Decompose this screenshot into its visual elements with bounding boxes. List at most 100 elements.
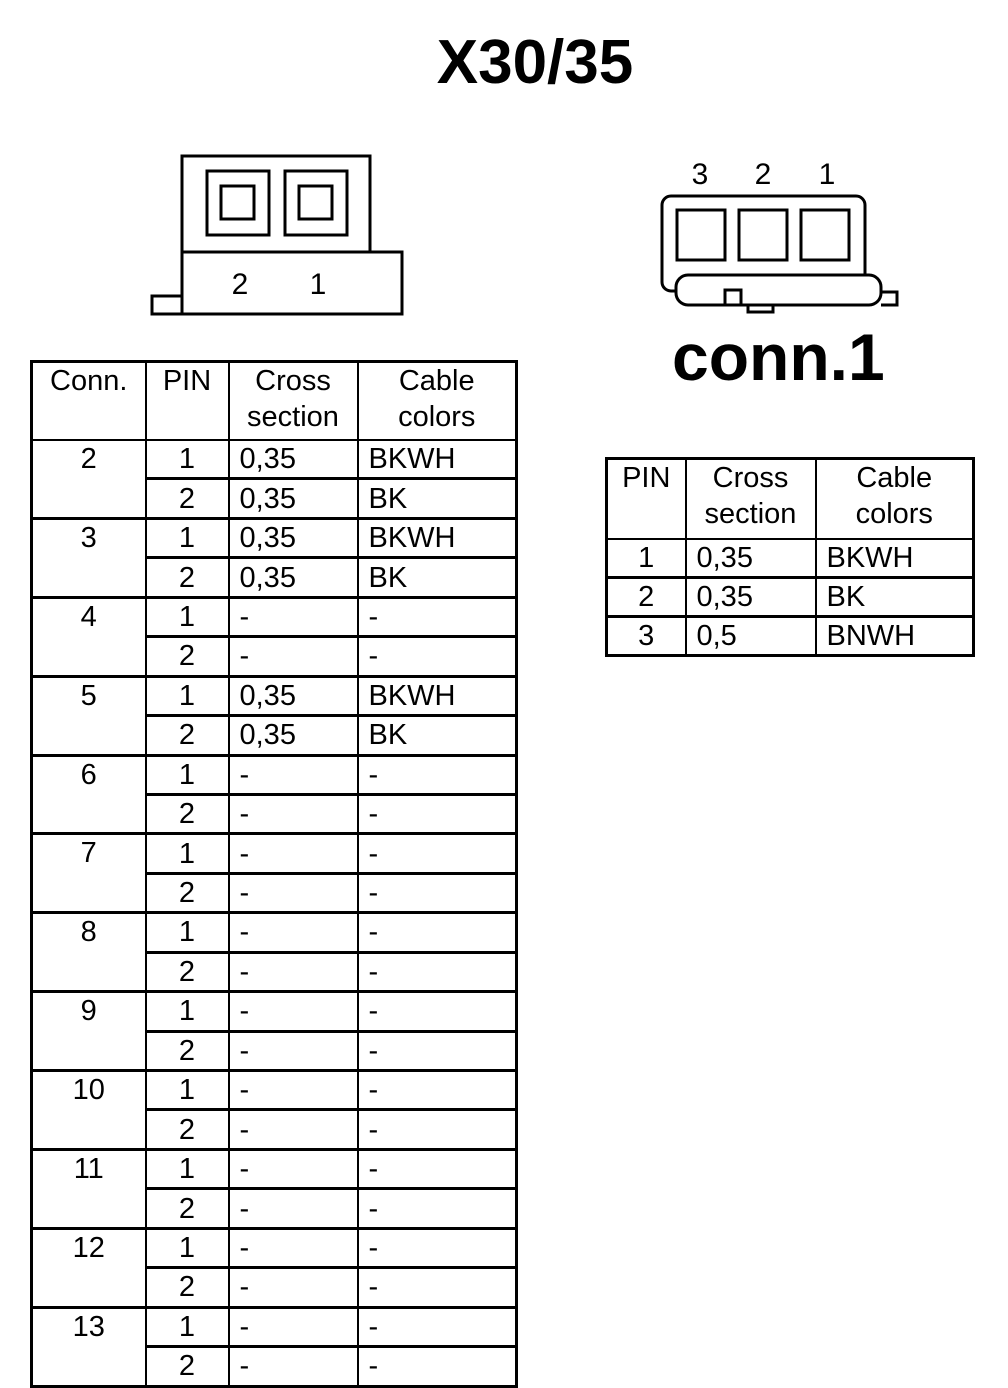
pin-cell: 2: [144, 478, 230, 520]
cable-color-cell: -: [356, 755, 518, 796]
table-row: 2--: [32, 1188, 518, 1230]
pin-cell: 1: [144, 755, 230, 796]
cable-color-cell: -: [356, 794, 518, 836]
conn1-cross-section-cell: 0,5: [684, 615, 817, 657]
pin-cell: 2: [144, 1267, 230, 1309]
cable-color-cell: BK: [356, 557, 518, 599]
pin-cavity-1: [283, 169, 349, 237]
cable-color-cell: -: [356, 636, 518, 678]
conn-cell: 13: [30, 1307, 147, 1388]
cross-section-cell: -: [227, 1149, 359, 1191]
cross-section-cell: -: [227, 873, 359, 915]
left-pin-label-2: 2: [232, 268, 249, 301]
cross-section-cell: -: [227, 1228, 359, 1270]
pin-cell: 2: [144, 1346, 230, 1388]
cross-section-cell: -: [227, 1267, 359, 1309]
cross-section-cell: 0,35: [227, 518, 359, 560]
cross-section-cell: -: [227, 794, 359, 836]
cable-color-cell: -: [356, 1267, 518, 1309]
conn-cell: 7: [30, 833, 147, 915]
header-pin: PIN: [144, 360, 230, 441]
pin-cell: 2: [144, 1109, 230, 1151]
conn-cell: 12: [30, 1228, 147, 1309]
pin-cell: 2: [144, 715, 230, 757]
cross-section-cell: 0,35: [227, 440, 359, 481]
conn-cell: 6: [30, 755, 147, 836]
pin-cell: 2: [144, 952, 230, 994]
cable-color-cell: -: [356, 833, 518, 875]
conn1-pin-cell: 1: [605, 538, 687, 579]
cross-section-cell: -: [227, 833, 359, 875]
page-title: X30/35: [436, 28, 634, 97]
table-row: 2--: [32, 1267, 518, 1309]
pin-cell: 2: [144, 794, 230, 836]
cable-color-cell: -: [356, 597, 518, 639]
table-row: 2--: [32, 1031, 518, 1073]
cross-section-cell: -: [227, 1188, 359, 1230]
conn-cell: 9: [30, 991, 147, 1072]
cross-section-cell: -: [227, 1346, 359, 1388]
pin-cell: 1: [144, 518, 230, 560]
cable-color-cell: -: [356, 912, 518, 954]
cable-color-cell: -: [356, 991, 518, 1033]
right-pin-label-1: 1: [819, 158, 836, 191]
pin-cell: 1: [144, 1228, 230, 1270]
pin-cell: 1: [144, 991, 230, 1033]
cable-color-cell: -: [356, 1188, 518, 1230]
cross-section-cell: -: [227, 1031, 359, 1073]
pin-cell: 1: [144, 597, 230, 639]
pin-cell: 2: [144, 557, 230, 599]
conn1-cross-section-cell: 0,35: [684, 538, 817, 579]
cable-color-cell: -: [356, 1149, 518, 1191]
cable-color-cell: BK: [356, 715, 518, 757]
cable-color-cell: BKWH: [356, 676, 518, 718]
pin-cavity-3: [675, 208, 727, 262]
conn-cell: 10: [30, 1070, 147, 1151]
two-pin-connector-drawing: 2 1 3 2 1: [150, 154, 899, 316]
pin-cell: 2: [144, 873, 230, 915]
conn-cell: 8: [30, 912, 147, 994]
pin-cell: 1: [144, 440, 230, 481]
pin-cell: 1: [144, 833, 230, 875]
conn-cell: 11: [30, 1149, 147, 1230]
cross-section-cell: 0,35: [227, 478, 359, 520]
conn1-title: conn.1: [672, 320, 885, 394]
cross-section-cell: -: [227, 991, 359, 1033]
cable-color-cell: -: [356, 1031, 518, 1073]
table-row: 2--: [32, 873, 518, 915]
cable-color-cell: BKWH: [356, 440, 518, 481]
cross-section-cell: -: [227, 1109, 359, 1151]
cable-color-cell: -: [356, 873, 518, 915]
cable-color-cell: -: [356, 1307, 518, 1349]
pin-cell: 2: [144, 1188, 230, 1230]
cross-section-cell: 0,35: [227, 557, 359, 599]
conn1-pin-cell: 3: [605, 615, 687, 657]
cable-color-cell: -: [356, 1109, 518, 1151]
conn1-cable-color-cell: BNWH: [814, 615, 975, 657]
table-row: 2--: [32, 636, 518, 678]
cross-section-cell: -: [227, 636, 359, 678]
cross-section-cell: -: [227, 597, 359, 639]
cable-color-cell: BKWH: [356, 518, 518, 560]
cross-section-cell: -: [227, 1307, 359, 1349]
cable-color-cell: BK: [356, 478, 518, 520]
conn1-cable-color-cell: BKWH: [814, 538, 975, 579]
right-pin-label-2: 2: [755, 158, 772, 191]
